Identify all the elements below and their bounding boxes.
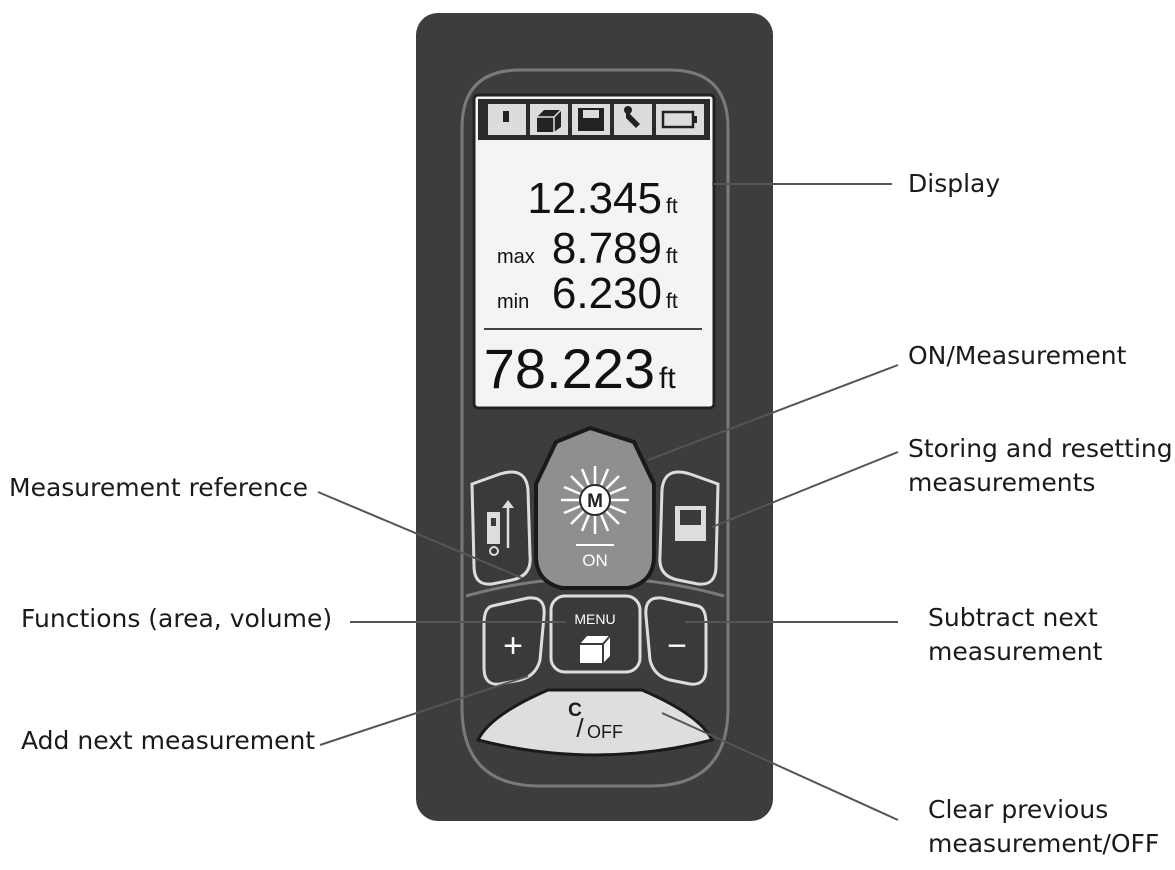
plus-label: + bbox=[503, 627, 523, 665]
callout-functions: Functions (area, volume) bbox=[21, 604, 333, 633]
leader-measure bbox=[647, 364, 899, 461]
battery-icon bbox=[656, 104, 704, 135]
off-label: OFF bbox=[587, 722, 623, 742]
storing-resetting-button[interactable] bbox=[658, 470, 720, 586]
reading-1-unit: ft bbox=[666, 195, 678, 218]
measure-on-button[interactable]: M ON bbox=[534, 425, 656, 590]
on-label: ON bbox=[582, 551, 608, 570]
leader-storing bbox=[711, 451, 899, 528]
reading-min-unit: ft bbox=[666, 290, 678, 313]
leader-reference bbox=[317, 491, 523, 579]
save-icon bbox=[675, 506, 706, 541]
max-label: max bbox=[497, 246, 535, 268]
reference-icon bbox=[487, 500, 514, 556]
measure-letter: M bbox=[587, 491, 603, 512]
reading-1-value: 12.345 bbox=[527, 174, 662, 223]
reading-min-value: 6.230 bbox=[552, 269, 662, 318]
wrench-icon bbox=[614, 104, 652, 135]
subtract-button[interactable]: − bbox=[644, 596, 708, 686]
clear-slash-label: / bbox=[576, 713, 584, 743]
callout-reference: Measurement reference bbox=[9, 473, 308, 502]
clear-c-label: C bbox=[568, 700, 582, 721]
callout-add: Add next measurement bbox=[21, 726, 316, 755]
menu-button[interactable]: MENU bbox=[549, 594, 642, 674]
callout-clear: Clear previous measurement/OFF bbox=[928, 795, 1160, 858]
leader-lines bbox=[317, 183, 899, 821]
cube-icon bbox=[530, 104, 568, 135]
cube-icon bbox=[580, 635, 611, 663]
floppy-disk-icon bbox=[572, 104, 610, 135]
laser-icon bbox=[488, 104, 526, 135]
result-unit: ft bbox=[659, 362, 676, 395]
result-value: 78.223 bbox=[484, 337, 655, 400]
clear-off-button[interactable]: C / OFF bbox=[475, 688, 715, 757]
measure-center bbox=[579, 484, 611, 516]
callout-storing: Storing and resetting measurements bbox=[908, 434, 1173, 497]
reading-max-unit: ft bbox=[666, 245, 678, 268]
menu-label: MENU bbox=[574, 611, 615, 627]
measurement-reference-button[interactable] bbox=[470, 470, 532, 586]
device-outline bbox=[460, 68, 730, 788]
add-button[interactable]: + bbox=[482, 596, 546, 686]
callout-display: Display bbox=[908, 169, 1001, 198]
min-label: min bbox=[497, 291, 529, 313]
leader-clear bbox=[661, 712, 899, 821]
display-screen: 12.345 ft max 8.789 ft min 6.230 ft 78.2… bbox=[472, 93, 716, 410]
reading-max-value: 8.789 bbox=[552, 224, 662, 273]
callout-measure: ON/Measurement bbox=[908, 341, 1127, 370]
callout-subtract: Subtract next measurement bbox=[928, 603, 1103, 666]
minus-label: − bbox=[667, 627, 687, 665]
leader-add bbox=[319, 675, 529, 746]
